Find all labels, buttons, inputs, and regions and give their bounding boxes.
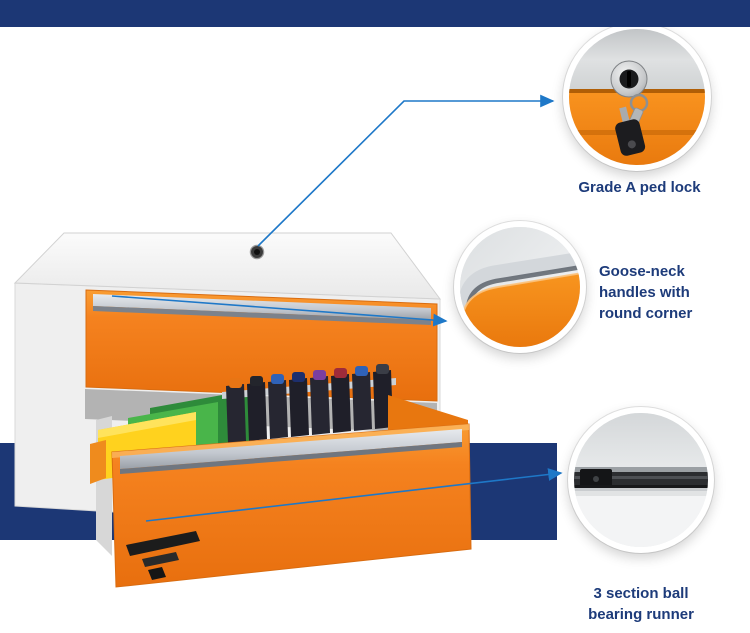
runner-detail-photo [574, 413, 708, 547]
open-drawer-handle [120, 429, 462, 469]
handle-detail-photo [460, 227, 580, 347]
runner-detail-callout [568, 407, 714, 553]
lock-detail-callout [563, 23, 711, 171]
drawer-runner [126, 531, 200, 580]
drawer-face-corner [462, 273, 580, 347]
handle-callout-label: Goose-neck handles with round corner [599, 263, 693, 322]
lock-detail-photo [569, 29, 705, 165]
runner-callout-label: 3 section ball bearing runner [588, 585, 694, 623]
top-banner-bar [0, 0, 750, 27]
handle-detail-callout [454, 221, 586, 353]
handle-callout-arrow [111, 295, 448, 327]
lock-callout-arrow [257, 94, 555, 247]
black-key [615, 106, 646, 156]
open-drawer-contents [90, 364, 468, 556]
file-folders [222, 364, 396, 443]
cabinet-top-face [13, 232, 442, 300]
callout-arrows [111, 94, 563, 522]
runner-callout-arrow [145, 468, 563, 522]
lock [249, 244, 265, 260]
open-drawer-front [111, 423, 472, 588]
lock-callout-label: Grade A ped lock [578, 179, 701, 196]
